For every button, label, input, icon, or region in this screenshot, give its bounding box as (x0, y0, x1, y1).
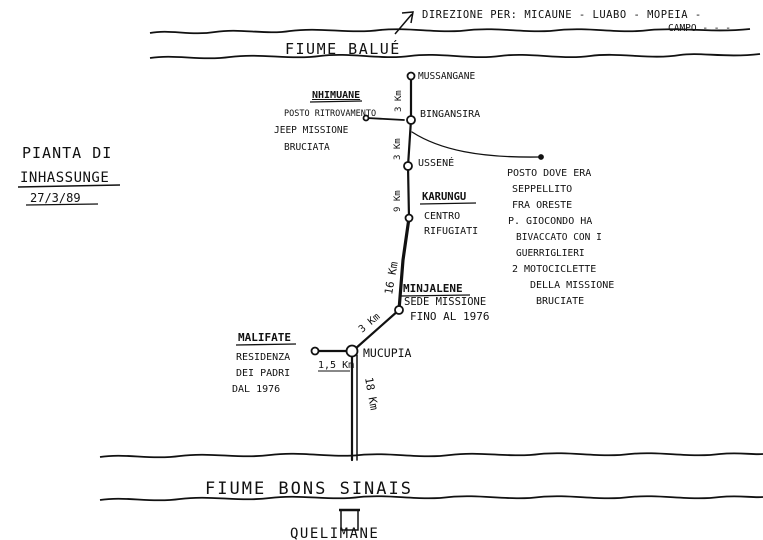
underline-karungu (419, 202, 477, 205)
note-motorcycles-2: DELLA MISSIONE (530, 280, 614, 291)
route-nodes (310, 71, 544, 358)
node-ussene (403, 161, 413, 171)
map-title-line1: PIANTA DI (22, 144, 112, 162)
distance-2: 3 Km (393, 138, 403, 160)
note-grave-3: FRA ORESTE (512, 200, 572, 211)
note-giocondo-1: P. GIOCONDO HA (508, 216, 592, 227)
node-nhimuane (362, 114, 370, 122)
malifate-note-1: RESIDENZA (236, 352, 290, 363)
node-bingansira (406, 115, 416, 125)
malifate-note-2: DEI PADRI (236, 368, 290, 379)
malifate-note-3: DAL 1976 (232, 384, 280, 395)
label-malifate: MALIFATE (238, 331, 291, 344)
distance-6: 1,5 Km (318, 360, 354, 371)
node-mussangane (406, 71, 416, 81)
minjalene-note-1: SEDE MISSIONE (404, 296, 486, 308)
note-giocondo-3: GUERRIGLIERI (516, 248, 585, 259)
label-minjalene: MINJALENE (403, 282, 463, 295)
label-nhimuane: NHIMUANE (312, 90, 360, 101)
underline-malifate (235, 343, 297, 346)
label-ussene: USSENÉ (418, 156, 454, 169)
node-karungu (404, 213, 414, 223)
underline-minjalene (400, 294, 471, 297)
nhimuane-note-3: BRUCIATA (284, 142, 330, 153)
node-grave (538, 154, 544, 160)
node-minjalene (394, 305, 404, 315)
distance-7: 18 Km (362, 376, 381, 411)
note-motorcycles-1: 2 MOTOCICLETTE (512, 264, 596, 275)
note-grave-1: POSTO DOVE ERA (507, 168, 591, 179)
label-mussangane: MUSSANGANE (418, 71, 475, 82)
map-title-date: 27/3/89 (30, 191, 81, 205)
bottom-river (99, 452, 763, 502)
distance-3: 9 Km (393, 190, 403, 212)
top-river-label: FIUME BALUÉ (285, 39, 401, 58)
nhimuane-note-1: POSTO RITROVAMENTO (284, 109, 376, 119)
map-title-line2: INHASSUNGE (20, 170, 109, 186)
direction-note-line1: DIREZIONE PER: MICAUNE - LUABO - MOPEIA … (422, 9, 702, 21)
karungu-note-1: CENTRO (424, 211, 460, 222)
distance-4: 16 Km (382, 260, 401, 295)
nhimuane-note-2: JEEP MISSIONE (274, 125, 349, 136)
node-mucupia (345, 344, 359, 358)
karungu-note-2: RIFUGIATI (424, 226, 478, 237)
note-motorcycles-3: BRUCIATE (536, 296, 584, 307)
note-giocondo-2: BIVACCATO CON I (516, 232, 602, 243)
tower-icon (339, 508, 360, 531)
node-malifate (310, 346, 320, 356)
top-river (149, 28, 761, 60)
minjalene-note-2: FINO AL 1976 (410, 310, 489, 323)
map-title-underline (17, 184, 121, 188)
route-line (314, 74, 541, 462)
note-grave-2: SEPPELLITO (512, 184, 572, 195)
label-karungu: KARUNGU (422, 191, 466, 203)
direction-note-line2: CAMPO - - - (668, 23, 731, 34)
distance-5: 3 Km (357, 311, 383, 335)
label-bingansira: BINGANSIRA (420, 109, 480, 120)
underline-nhimuane (309, 100, 363, 103)
label-mucupia: MUCUPIA (363, 346, 412, 360)
bottom-river-label: FIUME BONS SINAIS (205, 479, 413, 499)
map-title-date-underline (25, 203, 99, 206)
direction-arrow-icon (394, 11, 414, 35)
bottom-place-label: QUELIMANE (290, 526, 379, 540)
distance-1: 3 Km (394, 90, 404, 112)
